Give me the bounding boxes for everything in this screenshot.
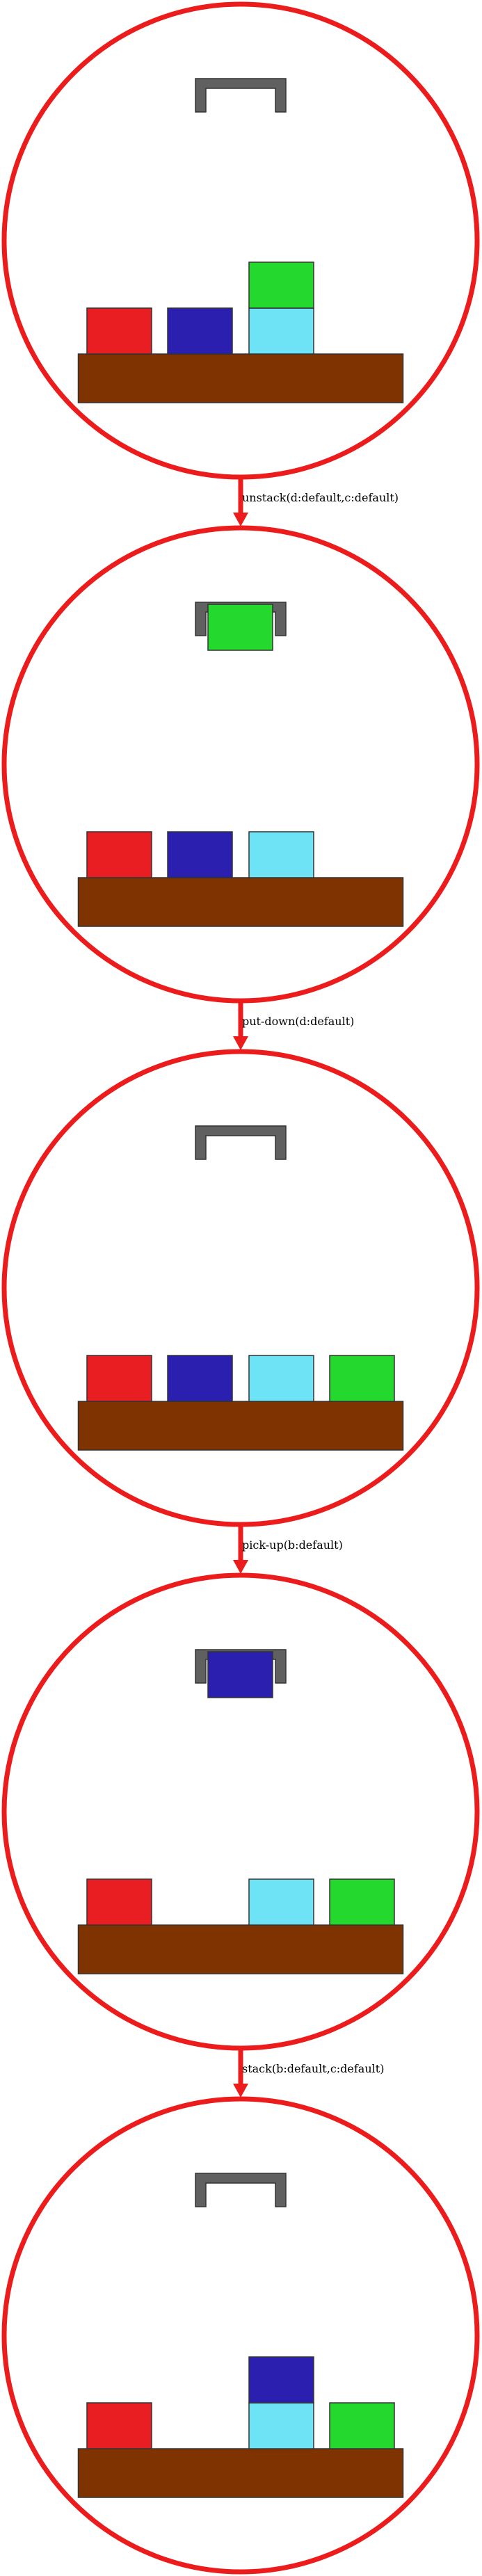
table [77,1401,404,1451]
block-c [248,307,314,355]
gripper [195,1125,287,1160]
transition-4: stack(b:default,c:default) [233,2050,384,2098]
state-ring [1,2096,480,2575]
block-b [248,2356,314,2404]
block-a [86,1355,152,1402]
state-ring [1,1,480,480]
state-ring [1,1572,480,2051]
held-block-d [207,604,273,651]
table [77,1924,404,1974]
block-b [167,1355,233,1402]
table [77,877,404,927]
table [77,353,404,403]
state-4 [1,1572,480,2051]
gripper [195,78,287,113]
block-d [329,1355,395,1402]
arrow-head [233,1036,248,1050]
block-d [248,261,314,309]
block-a [86,831,152,878]
transition-2: put-down(d:default) [233,1003,354,1050]
block-d [329,1878,395,1926]
state-1 [1,1,480,480]
action-label: stack(b:default,c:default) [242,2062,384,2075]
transition-3: pick-up(b:default) [233,1527,343,1574]
action-label: unstack(d:default,c:default) [242,491,399,504]
state-5 [1,2096,480,2575]
held-block-b [207,1651,273,1698]
arrow-head [233,513,248,526]
gripper [195,2173,287,2207]
block-b [167,831,233,878]
arrow-head [233,2084,248,2098]
block-c [248,831,314,878]
block-c [248,1355,314,1402]
block-c [248,1878,314,1926]
block-b [167,307,233,355]
arrow-head [233,1560,248,1574]
action-label: pick-up(b:default) [242,1538,343,1552]
table [77,2448,404,2498]
block-a [86,2402,152,2449]
transition-1: unstack(d:default,c:default) [233,479,399,526]
block-c [248,2402,314,2449]
state-ring [1,525,480,1004]
action-label: put-down(d:default) [242,1015,354,1028]
block-a [86,307,152,355]
state-3 [1,1049,480,1527]
block-d [329,2402,395,2449]
state-2 [1,525,480,1004]
block-a [86,1878,152,1926]
state-ring [1,1049,480,1527]
